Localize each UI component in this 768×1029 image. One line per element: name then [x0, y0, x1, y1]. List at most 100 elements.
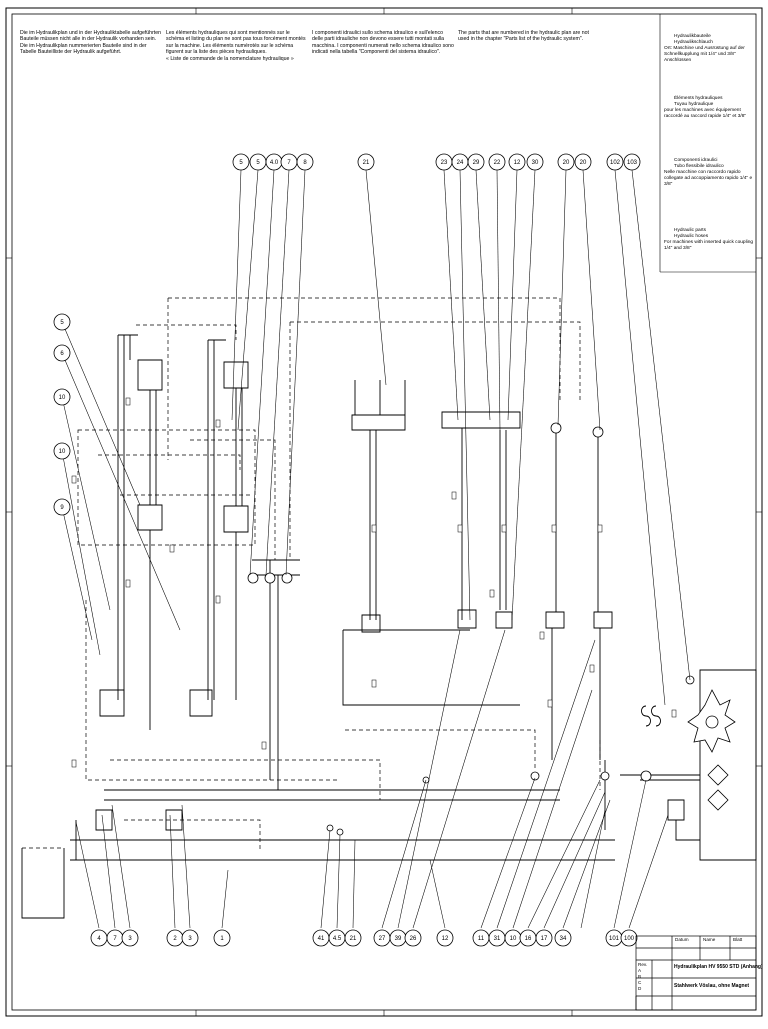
leader-lines	[61, 169, 691, 929]
callout-bubble	[404, 929, 422, 947]
callout-label: 7	[113, 936, 117, 942]
callout-label: 8	[303, 160, 307, 166]
callout-bubble	[574, 153, 592, 171]
title-block-sheet-header: Blatt	[733, 937, 743, 942]
callout-bubble	[357, 153, 375, 171]
callout-label: 102	[610, 160, 621, 166]
title-block-name-header: Name	[703, 937, 716, 942]
callout-bubble	[53, 344, 71, 362]
callout-label: 11	[478, 936, 485, 942]
drawing-title: Hydraulikplan HV 9550 STD (Anhang)	[674, 964, 763, 970]
callout-bubble	[296, 153, 314, 171]
callout-label: 20	[563, 160, 570, 166]
revision-mark: D	[638, 986, 642, 991]
callout-label: 30	[532, 160, 539, 166]
legend-component-label: Componenti idraulici	[674, 158, 718, 163]
callout-label: 29	[473, 160, 480, 166]
callout-label: 26	[410, 936, 417, 942]
callout-label: 10	[59, 395, 66, 401]
callout-bubble	[526, 153, 544, 171]
callout-bubble	[213, 929, 231, 947]
legend-hose-label: Hydraulic hoses	[674, 234, 709, 239]
callout-label: 34	[560, 936, 567, 942]
note-italian: I componenti idraulici sullo schema idra…	[312, 30, 454, 56]
revision-column: Rev. A B C D	[638, 962, 650, 992]
callout-bubble	[508, 153, 526, 171]
revision-mark: C	[638, 980, 642, 985]
callout-label: 10	[510, 936, 517, 942]
callout-label: 22	[494, 160, 501, 166]
title-block-date-header: Datum	[675, 937, 689, 942]
legend-hose-label: Tuyau hydraulique	[674, 102, 714, 107]
revision-mark: B	[638, 974, 642, 979]
callout-bubble	[620, 929, 638, 947]
legend-french: Éléments hydrauliques Tuyau hydraulique …	[664, 96, 756, 120]
callout-label: 23	[441, 160, 448, 166]
callout-label: 4.5	[333, 936, 342, 942]
callout-bubble	[53, 313, 71, 331]
legend-hose-label: Tubo flessibile idraulico	[674, 164, 724, 169]
legend-hose-label: Hydraulikschlauch	[674, 40, 713, 45]
callout-bubble	[53, 388, 71, 406]
callout-label: 10	[59, 449, 66, 455]
callout-bubble	[121, 929, 139, 947]
frame-ticks	[6, 8, 762, 1016]
callout-label: 4.0	[270, 160, 279, 166]
callout-bubble	[606, 153, 624, 171]
callout-label: 3	[128, 936, 132, 942]
callout-label: 12	[442, 936, 449, 942]
legend-component-label: Éléments hydrauliques	[674, 96, 723, 101]
note-german: Die im Hydraulikplan und in der Hydrauli…	[20, 30, 162, 56]
callout-bubble	[554, 929, 572, 947]
callout-label: 1	[220, 936, 224, 942]
callout-bubble	[535, 929, 553, 947]
callout-label: 4	[97, 936, 101, 942]
legend-note: pour les machines avec équipement raccor…	[664, 108, 747, 119]
callout-label: 7	[287, 160, 291, 166]
callout-label: 12	[514, 160, 521, 166]
callout-label: 21	[363, 160, 370, 166]
callout-bubble	[623, 153, 641, 171]
callout-label: 39	[395, 936, 402, 942]
callout-bubble	[557, 153, 575, 171]
callout-label: 5	[256, 160, 260, 166]
note-english: The parts that are numbered in the hydra…	[458, 30, 589, 43]
callout-bubble	[53, 498, 71, 516]
note-french: Les éléments hydrauliques qui sont menti…	[166, 30, 306, 62]
callout-label: 17	[541, 936, 548, 942]
revision-mark: A	[638, 968, 642, 973]
callout-bubble	[488, 153, 506, 171]
callout-label: 2	[173, 936, 177, 942]
revision-header: Rev.	[638, 962, 648, 967]
callout-label: 101	[609, 936, 620, 942]
legend-note: Nelle macchine con raccordo rapido colle…	[664, 170, 753, 187]
drawing-subtitle: Stahlwerk Vöslau, ohne Magnet	[674, 983, 750, 989]
title-block-grid	[635, 935, 757, 1011]
callout-bubble	[181, 929, 199, 947]
legend-italian: Componenti idraulici Tubo flessibile idr…	[664, 158, 756, 188]
line-tags	[71, 397, 677, 768]
legend-german: Hydraulikbauteile Hydraulikschlauch Ort:…	[664, 34, 756, 64]
callout-label: 3	[188, 936, 192, 942]
callout-label: 5	[60, 320, 64, 326]
legend-component-label: Hydraulic parts	[674, 228, 706, 233]
callout-label: 5	[239, 160, 243, 166]
callout-label: 9	[60, 505, 64, 511]
callout-label: 41	[318, 936, 325, 942]
legend-note: For machines with inserted quick couplin…	[664, 240, 754, 251]
callout-label: 16	[525, 936, 532, 942]
callout-label: 31	[494, 936, 501, 942]
legend-english: Hydraulic parts Hydraulic hoses For mach…	[664, 228, 756, 252]
legend: Hydraulikbauteile Hydraulikschlauch Ort:…	[664, 34, 756, 270]
callout-bubble	[53, 442, 71, 460]
callout-label: 24	[457, 160, 464, 166]
legend-component-label: Hydraulikbauteile	[674, 34, 711, 39]
callout-bubble	[436, 929, 454, 947]
pressure-lines	[21, 334, 757, 919]
callout-label: 27	[379, 936, 386, 942]
